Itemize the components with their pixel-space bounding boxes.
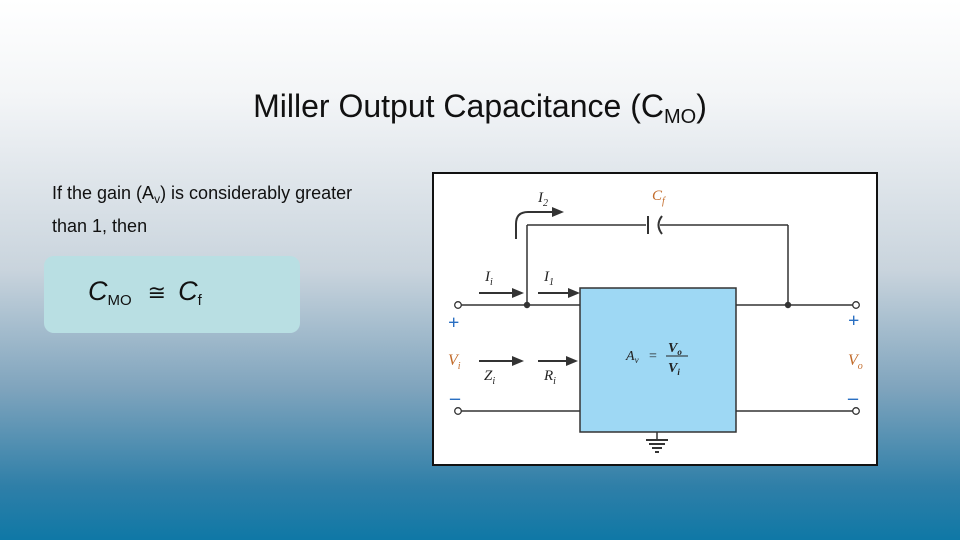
output-terminal-minus	[852, 407, 860, 415]
output-minus-sign: –	[847, 387, 859, 409]
input-terminal-minus	[454, 407, 462, 415]
zi-arrowhead	[512, 356, 524, 366]
formula-box	[44, 256, 300, 333]
miller-output-formula: CMO≅Cf	[88, 276, 202, 309]
slide-title: Miller Output Capacitance (CMO)	[253, 88, 707, 128]
i2-current-arrow	[515, 211, 554, 239]
gain-denominator: Vi	[668, 361, 680, 377]
i2-arrowhead	[552, 207, 564, 217]
input-minus-sign: –	[449, 387, 461, 409]
intro-text: If the gain (Av) is considerably greater…	[52, 183, 353, 236]
capacitor-cf	[647, 215, 663, 235]
amplifier-block	[579, 287, 737, 433]
gain-expression: Av = Vo Vi	[625, 341, 688, 377]
output-terminal-plus	[852, 301, 860, 309]
label-ri: Ri	[543, 368, 556, 387]
i1-arrowhead	[568, 288, 580, 298]
input-terminal-plus	[454, 301, 462, 309]
ri-arrowhead	[566, 356, 578, 366]
label-ii: Ii	[484, 269, 493, 288]
gain-numerator: Vo	[668, 341, 682, 357]
circuit-figure: I2 Cf Ii I1 + + Vi Vo Zi Ri – – Av = Vo …	[432, 172, 878, 466]
label-i1: I1	[543, 269, 554, 288]
gain-lhs: Av	[625, 349, 639, 365]
label-vi: Vi	[448, 352, 461, 372]
output-node	[784, 301, 792, 309]
label-cf: Cf	[652, 188, 666, 207]
input-plus-sign: +	[448, 312, 459, 334]
output-plus-sign: +	[848, 310, 859, 332]
ii-arrowhead	[512, 288, 524, 298]
ground-icon	[646, 439, 668, 453]
label-vo: Vo	[848, 352, 863, 372]
label-zi: Zi	[484, 368, 495, 387]
input-node	[523, 301, 531, 309]
gain-equals: =	[649, 349, 657, 364]
amplifier-circuit-diagram: I2 Cf Ii I1 + + Vi Vo Zi Ri – – Av = Vo …	[448, 188, 863, 453]
label-i2: I2	[537, 190, 548, 209]
